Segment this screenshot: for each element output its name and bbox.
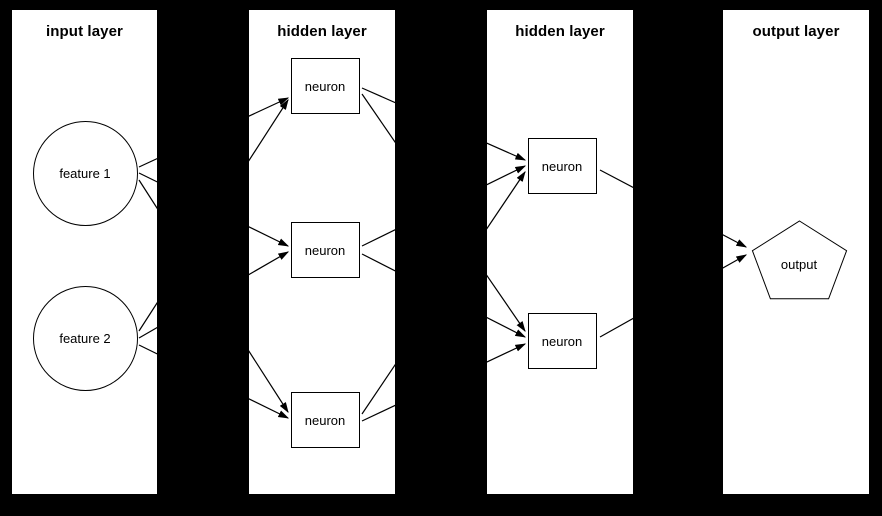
node-h2-neuron-2[interactable]: neuron <box>527 313 597 369</box>
node-label-h1-neuron-2: neuron <box>304 242 346 258</box>
node-h1-neuron-3[interactable]: neuron <box>290 392 360 448</box>
node-h1-neuron-1[interactable]: neuron <box>290 58 360 114</box>
node-feature-1[interactable]: feature 1 <box>32 120 138 226</box>
layer-title-hidden-layer-1: hidden layer <box>277 23 367 40</box>
node-label-h2-neuron-1: neuron <box>541 158 583 174</box>
node-label-output-node: output <box>780 256 818 272</box>
layer-panel-input-layer: input layer <box>12 10 157 494</box>
layer-title-output-layer: output layer <box>752 23 840 40</box>
layer-panel-hidden-layer-2: hidden layer <box>487 10 633 494</box>
node-h2-neuron-1[interactable]: neuron <box>527 138 597 194</box>
node-output-node[interactable]: output <box>749 220 850 308</box>
node-h1-neuron-2[interactable]: neuron <box>290 222 360 278</box>
node-label-feature-2: feature 2 <box>59 330 111 346</box>
layer-title-hidden-layer-2: hidden layer <box>515 23 605 40</box>
node-label-h1-neuron-3: neuron <box>304 412 346 428</box>
node-label-h2-neuron-2: neuron <box>541 333 583 349</box>
layer-title-input-layer: input layer <box>46 23 123 40</box>
node-label-feature-1: feature 1 <box>59 165 111 181</box>
node-feature-2[interactable]: feature 2 <box>32 285 138 391</box>
pentagon-shape <box>751 220 847 300</box>
node-label-h1-neuron-1: neuron <box>304 78 346 94</box>
